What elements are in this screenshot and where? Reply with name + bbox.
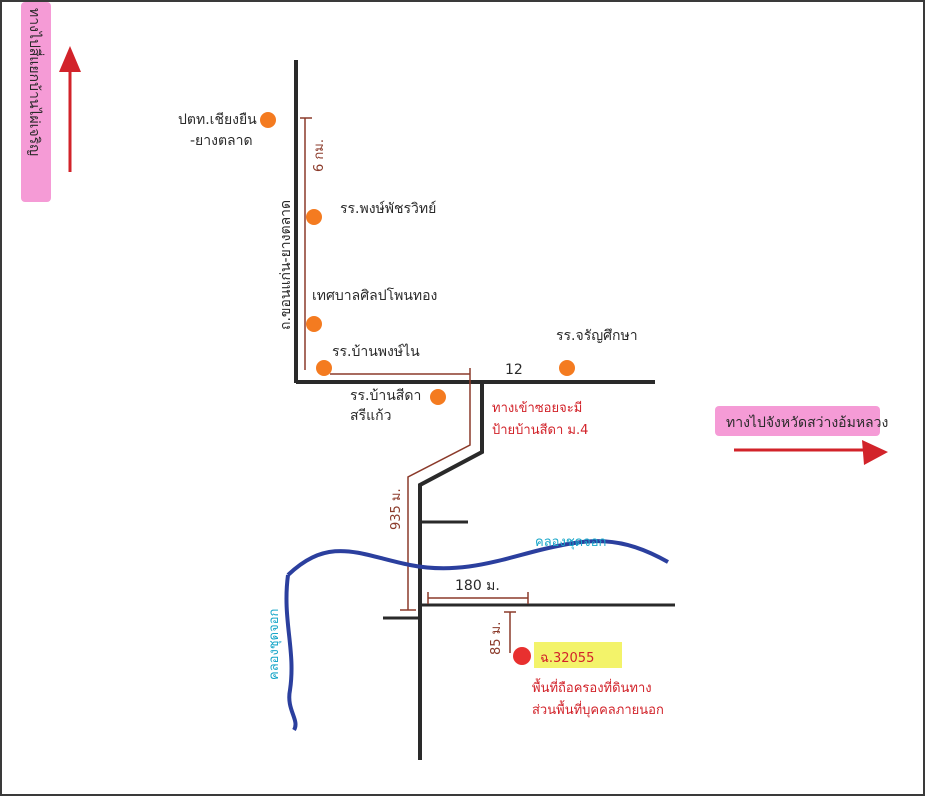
north-direction-label: ทางไปสี่แยกบ้านไผ่เจริญ bbox=[21, 2, 51, 202]
canal-label-vertical: คลองชุดจอก bbox=[267, 609, 282, 680]
plot-note-line-1: พื้นที่ถือครองที่ดินทาง bbox=[532, 678, 652, 696]
east-arrow-icon bbox=[734, 440, 888, 465]
canal-vertical bbox=[284, 574, 298, 732]
entrance-note-line-2: ป้ายบ้านสีดา ม.4 bbox=[492, 422, 588, 438]
school-2-marker bbox=[316, 360, 332, 376]
east-label-text: ทางไปจังหวัดสว่างอ้มหลวง bbox=[726, 414, 888, 431]
canal-label-horizontal: คลองชุดจอก bbox=[535, 535, 606, 550]
municipality-marker bbox=[306, 316, 322, 332]
east-direction-label: ทางไปจังหวัดสว่างอ้มหลวง bbox=[715, 406, 888, 436]
side-road bbox=[418, 382, 484, 760]
gas-station-label-1: ปตท.เชียงยืน bbox=[178, 112, 257, 128]
entrance-note-line-1: ทางเข้าซอยจะมี bbox=[492, 400, 582, 416]
plot-marker bbox=[513, 647, 531, 665]
plot-id-label: ฉ.32055 bbox=[540, 651, 594, 666]
school-1-label: รร.พงษ์พัชรวิทย์ bbox=[340, 200, 436, 217]
side-road-distance-line bbox=[407, 384, 471, 610]
school-2-label: รร.บ้านพงษ์ไน bbox=[332, 343, 420, 360]
school-4-marker bbox=[430, 389, 446, 405]
school-4-label-1: รร.บ้านสีดา bbox=[350, 388, 421, 404]
plot-note-line-2: ส่วนพื้นที่บุคคลภายนอก bbox=[532, 700, 664, 718]
gas-station-marker bbox=[260, 112, 276, 128]
school-3-marker bbox=[559, 360, 575, 376]
route-number-label: 12 bbox=[505, 362, 523, 378]
north-arrow-icon bbox=[59, 46, 81, 172]
municipality-label: เทศบาลศิลปโพนทอง bbox=[312, 287, 437, 304]
north-label-bg bbox=[21, 2, 51, 202]
plot-distance-label: 85 ม. bbox=[489, 622, 504, 655]
plot-id-highlight bbox=[534, 642, 622, 668]
gas-station-label-2: -ยางตลาด bbox=[190, 133, 253, 149]
highway-label: ถ.ขอนแก่น-ยางตลาด bbox=[278, 200, 294, 330]
north-label-text: ทางไปสี่แยกบ้านไผ่เจริญ bbox=[26, 8, 44, 156]
branch-distance-label: 180 ม. bbox=[455, 578, 500, 594]
canal-horizontal bbox=[286, 539, 669, 577]
highway-distance-label: 6 กม. bbox=[312, 139, 327, 172]
school-4-label-2: สรีแก้ว bbox=[350, 408, 391, 424]
school-3-label: รร.จรัญศึกษา bbox=[556, 328, 638, 344]
school-1-marker bbox=[306, 209, 322, 225]
side-road-distance-label: 935 ม. bbox=[389, 488, 404, 530]
east-label-bg bbox=[715, 406, 880, 436]
